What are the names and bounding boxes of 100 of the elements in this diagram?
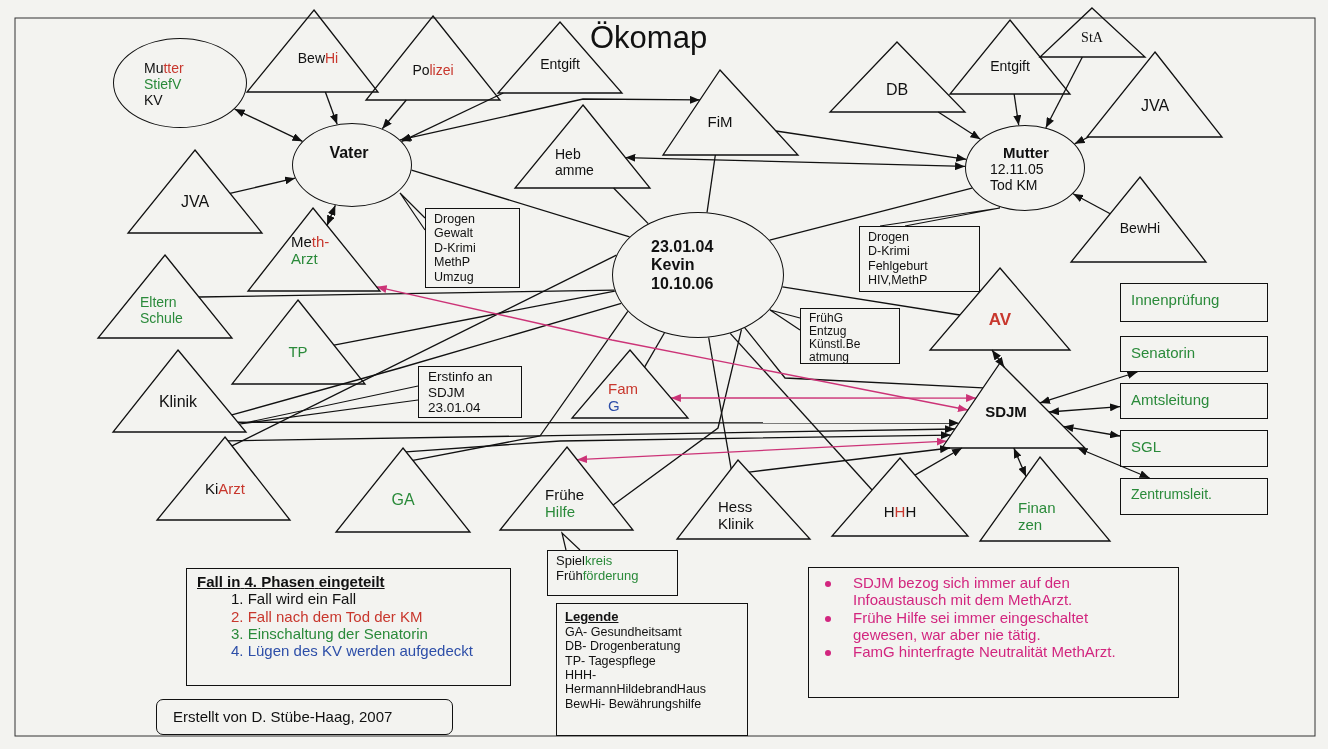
node-label: TP: [288, 343, 308, 361]
node-label: Frühe Hilfe: [545, 485, 586, 521]
triangle-node: [832, 458, 968, 536]
node-label: 12.11.05 Tod KM: [990, 161, 1045, 194]
node-label: Drogen Gewalt D-Krimi MethP Umzug: [434, 212, 477, 284]
phase-item: 3. Einschaltung der Senatorin: [231, 624, 429, 642]
node-label: JVA: [180, 192, 210, 212]
note-item: SDJM bezog sich immer auf den Infoaustausch mit dem MethArzt.: [853, 574, 1074, 609]
arrow: [400, 92, 504, 143]
connector-line: [333, 290, 616, 346]
arrow: [1076, 447, 1151, 479]
arrow: [227, 425, 956, 442]
triangle-node: [157, 437, 290, 520]
node-label: Innenprüfung: [1131, 291, 1221, 309]
triangle-node: [113, 350, 246, 432]
legend-box: [556, 603, 748, 736]
legend-entry: GA- Gesundheitsamt: [565, 624, 683, 640]
callout-box: [800, 308, 900, 364]
phase-item: 1. Fall wird ein Fall: [231, 590, 358, 608]
diagram-title: Ökomap: [590, 20, 708, 56]
arrow: [1013, 447, 1027, 478]
connector-line: [612, 187, 649, 225]
arrow: [991, 349, 1005, 368]
arrow: [775, 130, 967, 162]
node-label: JVA: [1140, 96, 1170, 116]
triangle-node: [515, 105, 650, 188]
arrow: [1045, 56, 1084, 129]
text-box: [1120, 478, 1268, 515]
arrow: [937, 111, 982, 140]
legend-entry: HHH- HermannHildebrandHaus: [565, 668, 708, 697]
node-label: SDJM: [985, 403, 1027, 421]
triangle-node: [232, 300, 365, 384]
phase-box: [186, 568, 511, 686]
node-label: Spielkreis Frühförderung: [556, 554, 640, 584]
triangle-node: [677, 460, 810, 539]
triangle-node: [247, 10, 378, 92]
node-label: 23.01.04 Kevin 10.10.06: [651, 238, 715, 294]
connector-line: [769, 187, 973, 241]
triangle-node: [1087, 52, 1222, 137]
note-box: [808, 567, 1179, 698]
callout-box: [859, 226, 980, 292]
node-label: Amtsleitung: [1131, 391, 1211, 409]
text-box: [1120, 336, 1268, 372]
note-item: FamG hinterfragte Neutralität MethArzt.: [853, 643, 1117, 661]
legend-entry: BewHi- Bewährungshilfe: [565, 696, 703, 712]
arrow: [1048, 403, 1121, 416]
arrow: [233, 108, 304, 142]
node-label: FiM: [707, 113, 733, 131]
arrow: [324, 91, 338, 125]
node-label: Drogen D-Krimi Fehlgeburt HIV,MethP: [868, 230, 929, 288]
arrow: [1073, 135, 1090, 145]
connector-line: [412, 310, 629, 462]
arrow: [1039, 371, 1139, 404]
triangle-node: [1040, 8, 1145, 57]
text-box: [1120, 383, 1268, 419]
text-box: [1120, 430, 1268, 467]
node-label: Mutter StiefV KV: [144, 59, 185, 109]
connector-line: [231, 254, 618, 447]
triangle-node: [663, 70, 798, 155]
phase-item: 2. Fall nach dem Tod der KM: [231, 607, 424, 625]
phase-heading: Fall in 4. Phasen eingeteilt: [197, 573, 386, 591]
connector-line: [706, 154, 716, 213]
triangle-node: [980, 457, 1110, 541]
triangle-node: [930, 268, 1070, 350]
node-label: Eltern Schule: [140, 293, 184, 327]
node-label: SGL: [1131, 438, 1162, 456]
triangle-node: [830, 42, 965, 112]
arrow: [914, 447, 963, 476]
triangle-node: [248, 208, 380, 291]
arrow: [624, 153, 966, 171]
arrow: [326, 204, 336, 227]
connector-line: [612, 328, 743, 506]
node-label: BewHi: [297, 49, 339, 67]
arrow: [576, 437, 948, 464]
connector-line: [708, 336, 732, 470]
triangle-node: [1071, 177, 1206, 262]
arrow: [237, 419, 960, 427]
node-label: Klinik: [158, 392, 198, 412]
node-label: HHH: [883, 503, 917, 521]
node-label: Finan zen: [1018, 498, 1057, 534]
arrow: [1013, 93, 1022, 126]
triangle-node: [128, 150, 262, 233]
node-label: DB: [885, 80, 909, 100]
triangle-node: [500, 447, 633, 530]
note-item: Frühe Hilfe sei immer eingeschaltet gewesen, war aber nie tätig.: [853, 608, 1090, 643]
node-label: Senatorin: [1131, 344, 1197, 362]
node-label: Vater: [329, 143, 369, 163]
callout-box: [425, 208, 520, 288]
node-label: BewHi: [1119, 219, 1161, 237]
triangle-node: [98, 255, 232, 338]
node-label: AV: [988, 310, 1012, 330]
legend-title: Legende: [565, 610, 620, 625]
node-label: Erstinfo an SDJM 23.01.04: [428, 369, 494, 416]
text-box: [418, 366, 522, 418]
legend-entry: DB- Drogenberatung: [565, 639, 682, 654]
connector-line: [781, 286, 961, 316]
credit-box: [156, 699, 453, 735]
node-label: Zentrumsleit.: [1131, 486, 1213, 503]
arrow: [405, 431, 952, 453]
node-label: Polizei: [412, 61, 454, 79]
